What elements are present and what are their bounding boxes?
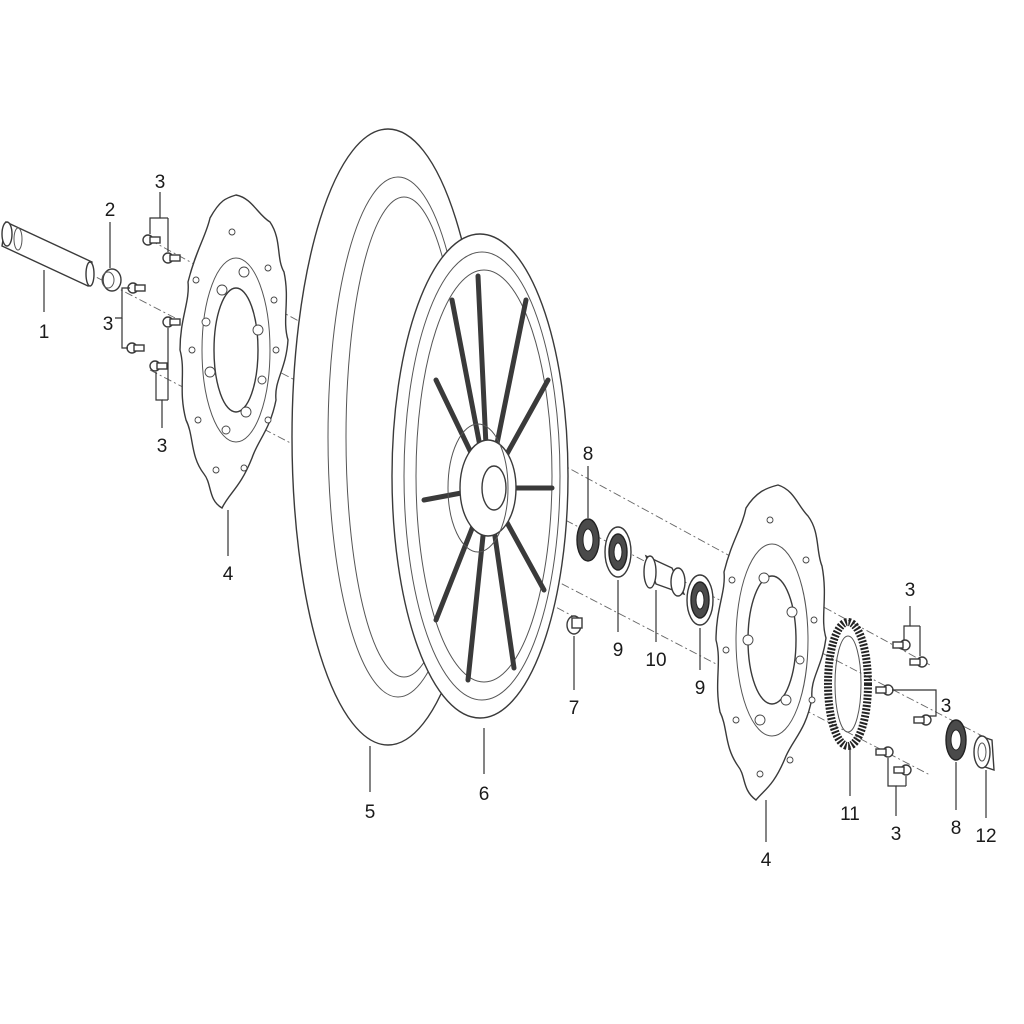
bolt-right-b bbox=[909, 656, 928, 668]
bolt-left-a bbox=[142, 234, 161, 246]
brake-disc-right bbox=[715, 484, 827, 801]
callout-bearing-right: 9 bbox=[695, 678, 706, 699]
spacer-tube bbox=[643, 554, 686, 597]
callout-wheel-rim: 6 bbox=[479, 784, 490, 805]
leader-lines bbox=[43, 192, 987, 842]
bolt-left-f bbox=[149, 360, 168, 372]
callout-disc-right: 4 bbox=[761, 850, 772, 871]
callout-tone-ring: 11 bbox=[840, 804, 860, 825]
bolt-left-d bbox=[162, 316, 181, 328]
bolt-right-a bbox=[892, 639, 911, 651]
callout-axle: 1 bbox=[39, 322, 50, 343]
callout-collar-right: 12 bbox=[975, 826, 996, 847]
callout-bolt-top-left: 3 bbox=[155, 172, 166, 193]
bearing-right bbox=[686, 574, 714, 626]
bolt-left-b bbox=[162, 252, 181, 264]
axle bbox=[1, 220, 95, 288]
tone-ring bbox=[824, 618, 872, 750]
oil-seal-left bbox=[576, 518, 600, 562]
callout-bolt-bottom-left: 3 bbox=[157, 436, 168, 457]
callout-seal-left: 8 bbox=[583, 444, 594, 465]
bolt-right-d bbox=[913, 714, 932, 726]
bolt-right-f bbox=[893, 764, 912, 776]
oil-seal-right bbox=[945, 719, 967, 761]
collar-right bbox=[973, 735, 995, 771]
callout-bolt-mid-left: 3 bbox=[103, 314, 114, 335]
callout-bolt-top-right: 3 bbox=[905, 580, 916, 601]
bolt-left-c bbox=[127, 282, 146, 294]
wheel-rim bbox=[391, 233, 569, 719]
callout-bearing-left: 9 bbox=[613, 640, 624, 661]
bolt-left-e bbox=[126, 342, 145, 354]
brake-disc-left bbox=[179, 194, 289, 509]
callout-disc-left: 4 bbox=[223, 564, 234, 585]
callout-labels: 1 2 3 3 3 4 5 6 7 8 9 10 9 3 3 3 4 11 8 … bbox=[39, 172, 997, 871]
bolts-right bbox=[875, 639, 932, 776]
collar-left bbox=[101, 268, 122, 292]
bolts-left bbox=[126, 234, 181, 372]
valve-stem bbox=[566, 615, 583, 635]
callout-bolt-bottom-right: 3 bbox=[891, 824, 902, 845]
callout-valve: 7 bbox=[569, 698, 580, 719]
callout-spacer: 10 bbox=[645, 650, 666, 671]
bearing-left bbox=[604, 526, 632, 578]
bolt-right-e bbox=[875, 746, 894, 758]
callout-collar: 2 bbox=[105, 200, 116, 221]
callout-tire: 5 bbox=[365, 802, 376, 823]
bolt-right-c bbox=[875, 684, 894, 696]
callout-bolt-mid-right: 3 bbox=[941, 696, 952, 717]
callout-seal-right: 8 bbox=[951, 818, 962, 839]
